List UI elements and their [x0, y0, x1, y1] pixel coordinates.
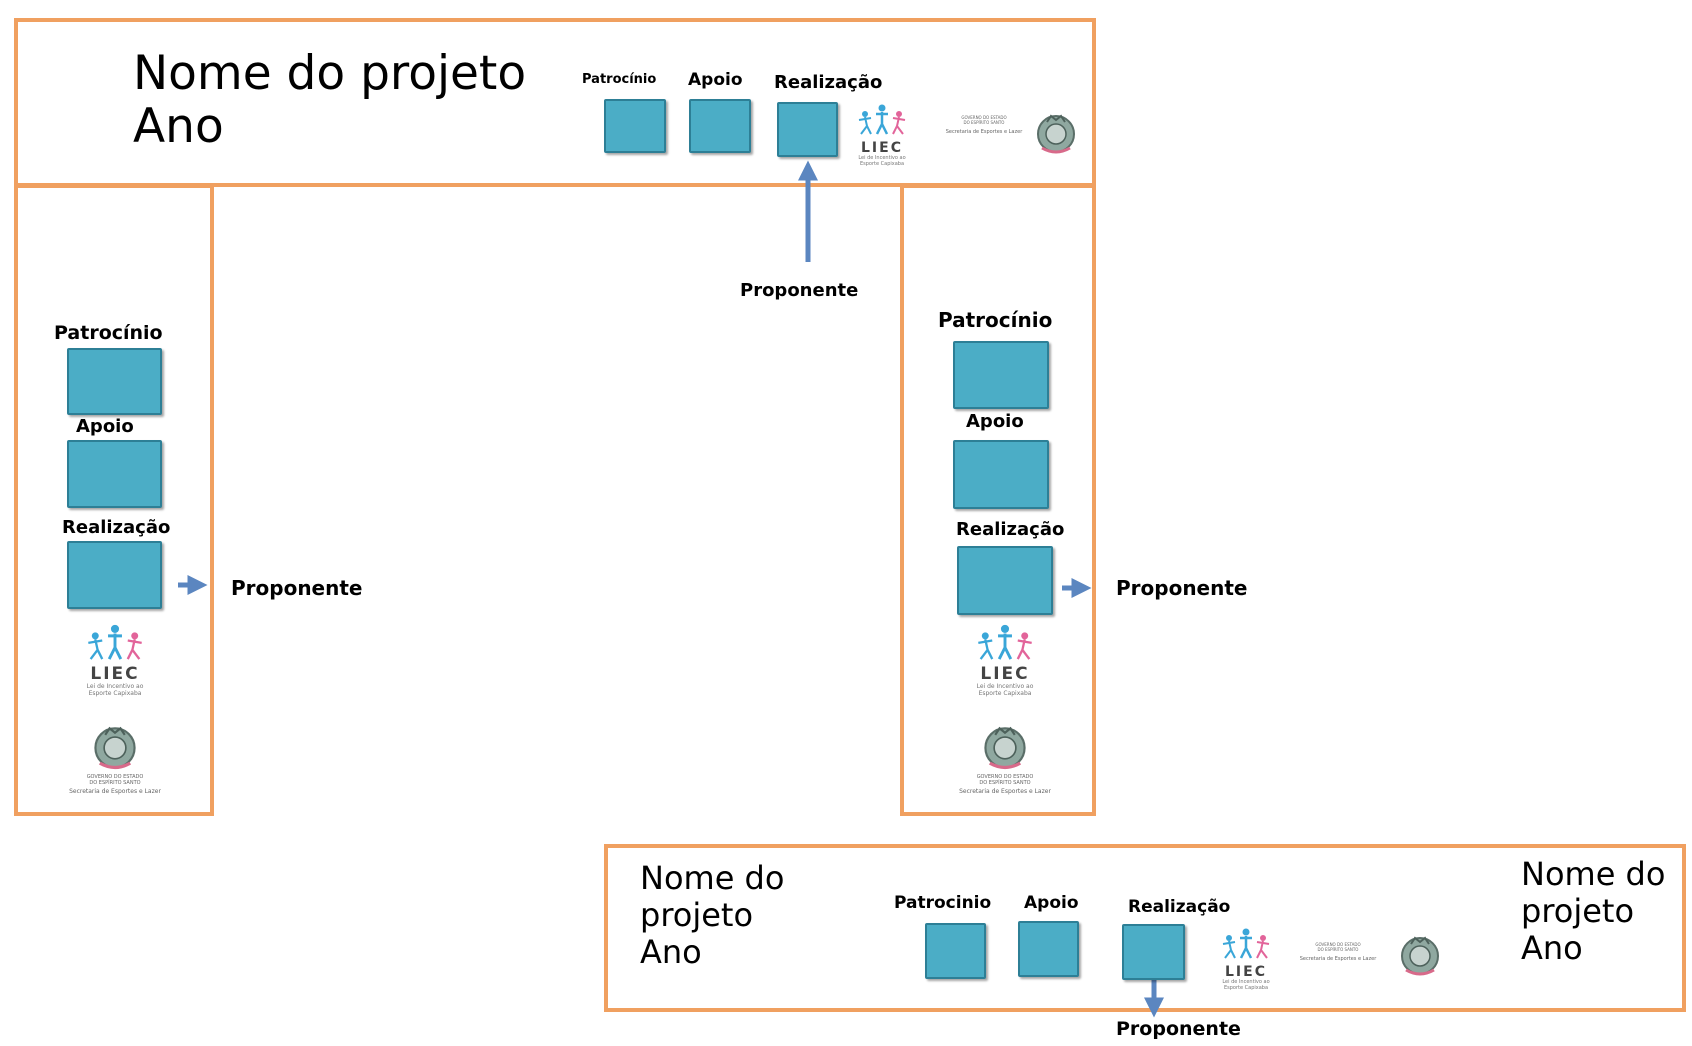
top-box-realizacao: [777, 102, 838, 157]
liec-wordmark: LIEC: [980, 664, 1030, 684]
gov-state-name: GOVERNO DO ESTADO DO ESPÍRITO SANTO: [86, 774, 144, 786]
top-banner-frame: [14, 18, 1096, 187]
right-label-realizacao: Realização: [956, 519, 1065, 540]
liec-athletes-icon: [88, 624, 142, 660]
liec-wordmark: LIEC: [1225, 964, 1267, 980]
right-proponente: Proponente: [1116, 576, 1248, 600]
bottom-gov-logo: GOVERNO DO ESTADO DO ESPÍRITO SANTO Secr…: [1290, 942, 1386, 963]
left-label-realizacao: Realização: [62, 517, 171, 538]
top-box-patrocinio: [604, 99, 666, 153]
state-coat-of-arms-icon: [1037, 114, 1075, 154]
left-box-realizacao: [67, 541, 162, 609]
top-banner-title: Nome do projeto Ano: [133, 46, 527, 154]
state-coat-of-arms-icon: [94, 726, 136, 770]
gov-state-name: GOVERNO DO ESTADO DO ESPÍRITO SANTO: [976, 774, 1034, 786]
gov-secretaria: Secretaria de Esportes e Lazer: [959, 787, 1051, 795]
liec-subtitle: Lei de Incentivo ao Esporte Capixaba: [86, 683, 144, 697]
gov-secretaria: Secretaria de Esportes e Lazer: [945, 129, 1023, 136]
state-coat-of-arms-icon: [984, 726, 1026, 770]
bottom-label-realizacao: Realização: [1128, 897, 1231, 917]
top-proponente: Proponente: [740, 280, 859, 301]
liec-subtitle: Lei de Incentivo ao Esporte Capixaba: [976, 683, 1034, 697]
liec-subtitle: Lei de Incentivo ao Esporte Capixaba: [858, 155, 906, 167]
gov-state-name: GOVERNO DO ESTADO DO ESPÍRITO SANTO: [961, 115, 1007, 125]
gov-state-name: GOVERNO DO ESTADO DO ESPÍRITO SANTO: [1315, 942, 1361, 952]
bottom-title-left: Nome do projeto Ano: [640, 859, 785, 972]
liec-athletes-icon: [1222, 928, 1270, 959]
left-proponente: Proponente: [231, 576, 363, 600]
bottom-label-patrocinio: Patrocinio: [894, 893, 992, 913]
bottom-box-apoio: [1018, 921, 1079, 977]
right-gov-logo: GOVERNO DO ESTADO DO ESPÍRITO SANTO Secr…: [945, 774, 1065, 795]
left-label-patrocinio: Patrocínio: [54, 322, 163, 344]
left-liec-logo: LIEC Lei de Incentivo ao Esporte Capixab…: [80, 624, 150, 697]
right-column-frame: [900, 184, 1096, 816]
top-label-patrocinio: Patrocínio: [582, 72, 657, 87]
right-box-apoio: [953, 440, 1049, 509]
liec-subtitle: Lei de Incentivo ao Esporte Capixaba: [1222, 979, 1270, 991]
top-label-apoio: Apoio: [688, 70, 743, 90]
top-box-apoio: [689, 99, 751, 153]
left-gov-logo: GOVERNO DO ESTADO DO ESPÍRITO SANTO Secr…: [55, 774, 175, 795]
bottom-box-realizacao: [1122, 924, 1185, 980]
left-column-frame: [14, 184, 214, 816]
right-box-realizacao: [957, 546, 1053, 615]
top-gov-logo: GOVERNO DO ESTADO DO ESPÍRITO SANTO Secr…: [944, 115, 1024, 136]
bottom-box-patrocinio: [925, 923, 986, 979]
top-label-realizacao: Realização: [774, 72, 883, 93]
bottom-proponente: Proponente: [1116, 1018, 1241, 1040]
right-liec-logo: LIEC Lei de Incentivo ao Esporte Capixab…: [970, 624, 1040, 697]
bottom-title-right: Nome do projeto Ano: [1521, 855, 1666, 968]
liec-wordmark: LIEC: [90, 664, 140, 684]
left-box-patrocinio: [67, 348, 162, 415]
state-coat-of-arms-icon: [1401, 936, 1439, 976]
gov-secretaria: Secretaria de Esportes e Lazer: [1299, 956, 1377, 963]
right-label-apoio: Apoio: [966, 411, 1024, 432]
top-liec-logo: LIEC Lei de Incentivo ao Esporte Capixab…: [850, 104, 914, 167]
left-box-apoio: [67, 440, 162, 508]
liec-athletes-icon: [858, 104, 906, 135]
gov-secretaria: Secretaria de Esportes e Lazer: [69, 787, 161, 795]
bottom-liec-logo: LIEC Lei de Incentivo ao Esporte Capixab…: [1214, 928, 1278, 991]
liec-wordmark: LIEC: [861, 140, 903, 156]
right-label-patrocinio: Patrocínio: [938, 308, 1053, 332]
right-box-patrocinio: [953, 341, 1049, 409]
bottom-label-apoio: Apoio: [1024, 893, 1079, 913]
left-label-apoio: Apoio: [76, 416, 134, 437]
liec-athletes-icon: [978, 624, 1032, 660]
